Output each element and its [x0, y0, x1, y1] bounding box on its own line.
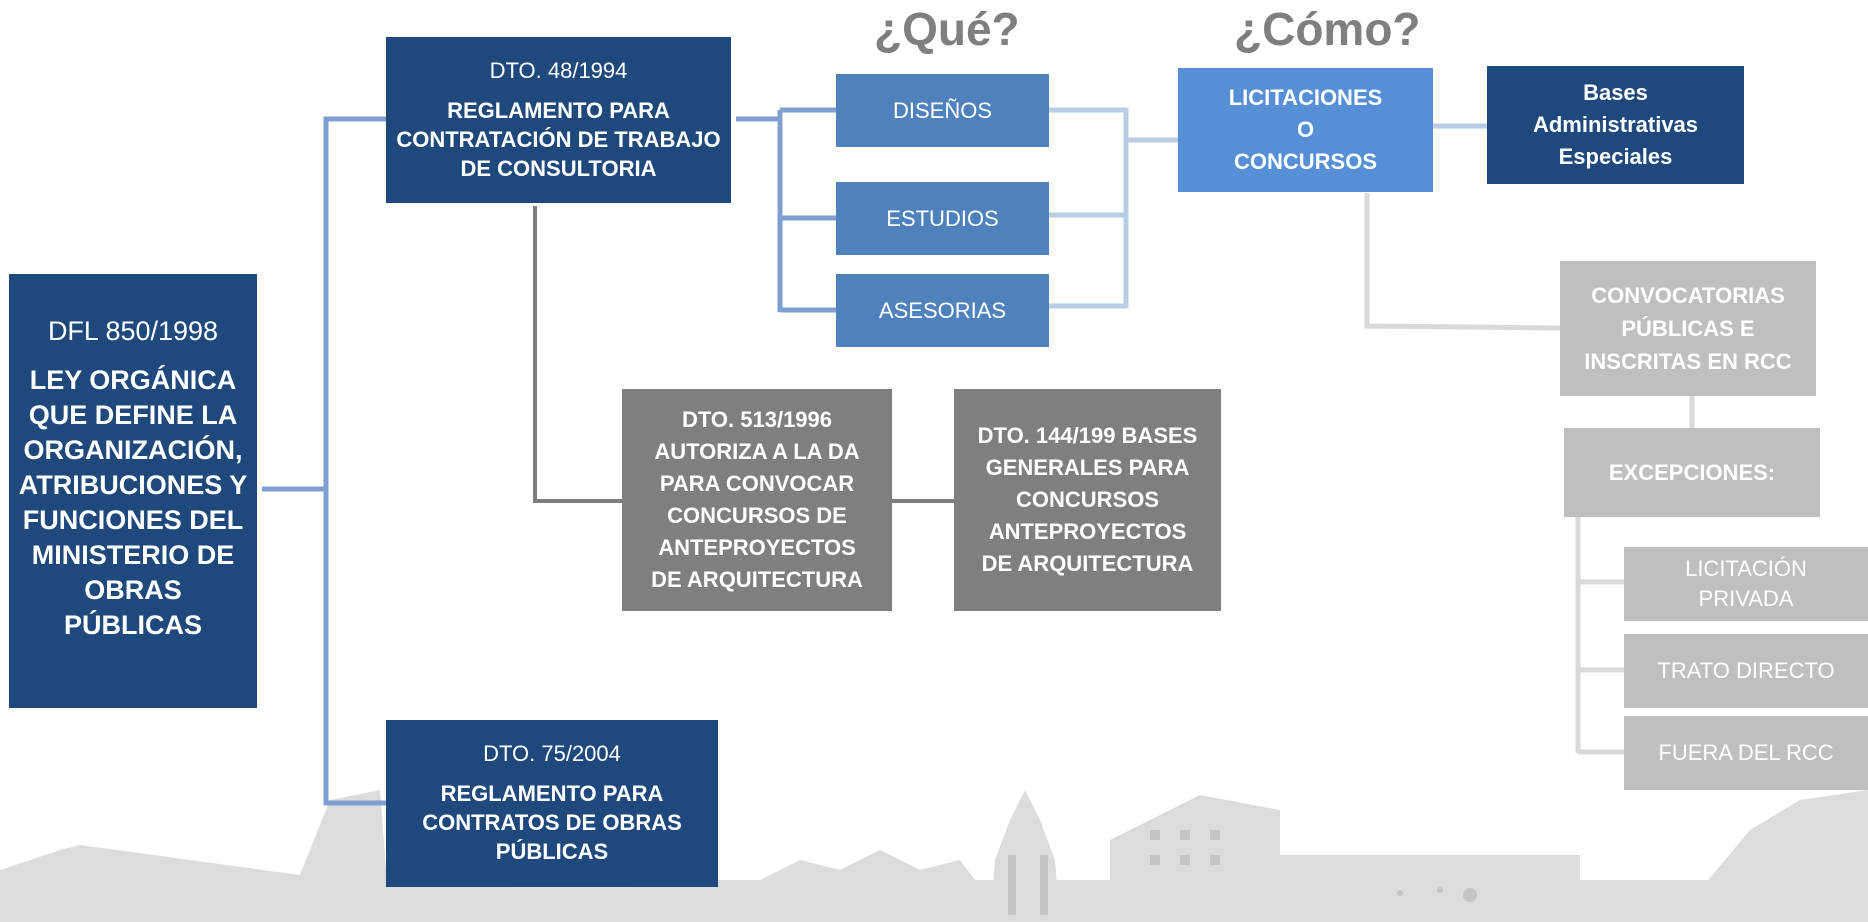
licitaciones-box: LICITACIONES O CONCURSOS: [1178, 68, 1433, 192]
disenos-box: DISEÑOS: [836, 74, 1049, 147]
licitacion-privada-box: LICITACIÓN PRIVADA: [1624, 547, 1868, 621]
dto-75-title: REGLAMENTO PARA CONTRATOS DE OBRAS PÚBLI…: [422, 781, 682, 864]
convocatorias-box: CONVOCATORIAS PÚBLICAS E INSCRITAS EN RC…: [1560, 261, 1816, 396]
dfl-code: DFL 850/1998: [47, 316, 219, 346]
excepciones-box: EXCEPCIONES:: [1564, 428, 1820, 517]
bases-administrativas-box: Bases Administrativas Especiales: [1487, 66, 1744, 184]
dto-144-box: DTO. 144/199 BASES GENERALES PARA CONCUR…: [954, 389, 1221, 611]
estudios-box: ESTUDIOS: [836, 182, 1049, 255]
licitaciones-line-2: O: [1296, 117, 1315, 142]
licitaciones-line-1: LICITACIONES: [1228, 85, 1383, 110]
fuera-del-rcc-box: FUERA DEL RCC: [1624, 716, 1868, 790]
dto-48-box: DTO. 48/1994 REGLAMENTO PARA CONTRATACIÓ…: [386, 37, 731, 203]
dto-75-code: DTO. 75/2004: [483, 741, 621, 766]
dfl-title: LEY ORGÁNICA QUE DEFINE LA ORGANIZACIÓN,…: [18, 365, 248, 640]
dto-513-box: DTO. 513/1996 AUTORIZA A LA DA PARA CONV…: [622, 389, 892, 611]
trato-directo-box: TRATO DIRECTO: [1624, 634, 1868, 708]
como-header: ¿Cómo?: [1234, 3, 1421, 55]
dfl-850-box: DFL 850/1998 LEY ORGÁNICA QUE DEFINE LA …: [9, 274, 257, 708]
dto-75-box: DTO. 75/2004 REGLAMENTO PARA CONTRATOS D…: [386, 720, 718, 887]
asesorias-box: ASESORIAS: [836, 274, 1049, 347]
dto-48-code: DTO. 48/1994: [489, 57, 628, 83]
que-header: ¿Qué?: [874, 3, 1020, 55]
dto-48-title: REGLAMENTO PARA CONTRATACIÓN DE TRABAJO …: [396, 97, 721, 181]
licitaciones-line-3: CONCURSOS: [1233, 149, 1377, 174]
